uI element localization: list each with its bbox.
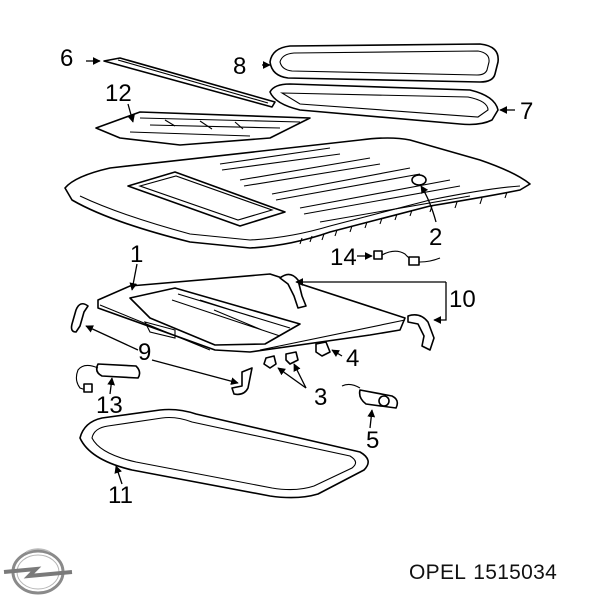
brand-label: OPEL: [409, 561, 467, 584]
callout-11: 11: [108, 482, 133, 509]
part-12-sunshade: [95, 103, 311, 146]
callout-13: 13: [96, 392, 123, 419]
callout-8: 8: [233, 53, 246, 80]
roof-panel: [64, 137, 531, 249]
part-14-harness: [357, 250, 441, 266]
part-10-drain-tube-rear: [279, 273, 307, 309]
part-caption: OPEL 1515034: [409, 561, 557, 585]
part-2-clip: [411, 174, 437, 223]
callout-7: 7: [520, 98, 533, 125]
callout-1: 1: [130, 241, 143, 268]
part-13-switch: [75, 363, 141, 395]
part-number: 1515034: [473, 561, 558, 584]
part-1-frame-assembly: [97, 263, 406, 353]
part-5-motor: [341, 383, 399, 429]
part-11-weatherstrip: [79, 408, 369, 499]
callout-12: 12: [105, 80, 132, 107]
opel-logo-icon: [3, 548, 73, 595]
part-3-fasteners: [263, 351, 307, 389]
part-10-leaders: [295, 278, 447, 324]
part-6-deflector: [86, 57, 276, 108]
part-9-drain-tube-left: [70, 302, 89, 333]
part-9-leaders: [85, 325, 239, 385]
callout-6: 6: [60, 45, 73, 72]
callout-10: 10: [449, 286, 476, 313]
callout-4: 4: [346, 345, 359, 372]
part-4-bracket: [315, 341, 343, 357]
callout-14: 14: [330, 244, 357, 271]
callout-5: 5: [366, 427, 379, 454]
part-9-drain-tube-right: [231, 367, 253, 396]
callout-2: 2: [429, 224, 442, 251]
part-10-drain-tube-front: [407, 314, 435, 351]
callout-9: 9: [138, 339, 151, 366]
part-7-glass-panel: [269, 83, 515, 126]
callout-3: 3: [314, 384, 327, 411]
part-8-glass-seal: [262, 43, 499, 83]
